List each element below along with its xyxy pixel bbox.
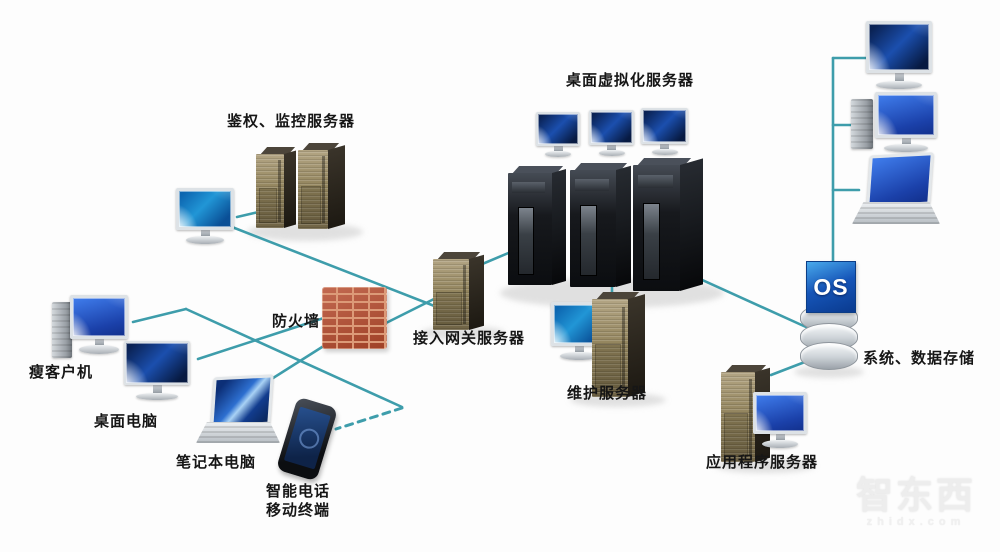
smartphone-label: 智能电话 移动终端 [266, 482, 330, 520]
monitor-screen [589, 110, 634, 145]
tower-front [298, 150, 328, 229]
tower-side [680, 158, 703, 291]
link-client-trunk [184, 307, 404, 409]
right-monitor-icon [866, 21, 932, 89]
link-smartphone-dashed [334, 406, 404, 431]
monitor-screen [124, 341, 190, 385]
watermark-subtitle: zhidx.com [866, 516, 966, 528]
monitor-stand [200, 229, 210, 236]
watermark-title: 智东西 [856, 475, 976, 516]
monitor-base [560, 352, 598, 360]
link-firewall-gateway [382, 295, 440, 326]
tower-front [570, 170, 616, 287]
monitor-base [545, 151, 571, 157]
firewall-label: 防火墙 [272, 313, 321, 330]
virtualization-server-label: 桌面虚拟化服务器 [566, 72, 695, 89]
monitor-screen [70, 295, 128, 339]
smartphone-label-line1: 智能电话 [266, 483, 331, 500]
monitor-stand [553, 145, 563, 151]
gateway-server-label: 接入网关服务器 [413, 330, 526, 347]
monitor-base [876, 81, 922, 89]
monitor-screen [641, 108, 688, 144]
tower-front [633, 165, 680, 291]
thin-client-monitor-icon [70, 295, 128, 354]
monitor-stand [775, 433, 785, 440]
laptop-icon [196, 374, 280, 443]
right-laptop-icon [852, 152, 940, 224]
right-desktop-tower-icon [851, 99, 873, 149]
tower-front [433, 259, 469, 330]
monitor-base [79, 345, 119, 354]
tower-side [469, 254, 484, 330]
monitor-base [884, 144, 928, 152]
laptop-screen [866, 152, 934, 208]
desktop-pc-label: 桌面电脑 [94, 413, 159, 430]
monitor-screen [176, 188, 234, 230]
app-server-label: 应用程序服务器 [706, 454, 819, 471]
monitor-screen [536, 112, 580, 146]
laptop-label: 笔记本电脑 [176, 454, 257, 471]
link-desktop-firewall [196, 314, 332, 361]
monitor-base [136, 393, 178, 400]
thin-client-label: 瘦客户机 [29, 364, 94, 381]
monitor-stand [94, 338, 104, 345]
virtualization-monitor-2-icon [589, 110, 634, 156]
virtualization-monitor-3-icon [641, 108, 688, 155]
link-thinclient-trunk [131, 307, 188, 324]
monitor-stand [901, 137, 911, 144]
monitor-base [186, 236, 224, 244]
monitor-screen [753, 392, 807, 434]
smartphone-label-line2: 移动终端 [266, 502, 331, 519]
tower-side [552, 168, 566, 285]
storage-disc [800, 342, 858, 370]
storage-icon [800, 304, 858, 370]
tower-side [328, 145, 345, 229]
right-desktop-monitor-icon [875, 92, 937, 152]
laptop-base [196, 422, 280, 443]
tower-front [721, 372, 755, 462]
desktop-pc-icon [124, 341, 190, 400]
app-server-monitor-icon [753, 392, 807, 448]
shadow [794, 366, 864, 378]
laptop-screen-panel [869, 155, 931, 205]
tower-front [508, 173, 552, 285]
auth-server-label: 鉴权、监控服务器 [227, 113, 356, 130]
virtualization-monitor-1-icon [536, 112, 580, 157]
monitor-stand [894, 72, 904, 81]
laptop-screen [210, 374, 274, 428]
firewall-icon [322, 287, 387, 349]
monitor-stand [660, 143, 669, 149]
tower-front [592, 299, 628, 397]
os-box-label: OS [813, 273, 849, 300]
tower-side [616, 165, 631, 287]
os-box-icon: OS [806, 261, 856, 313]
monitor-stand [607, 144, 616, 150]
monitor-base [762, 440, 798, 448]
tower-front [256, 154, 284, 228]
monitor-base [651, 149, 678, 155]
console-monitor-icon [176, 188, 234, 244]
storage-label: 系统、数据存储 [863, 350, 976, 367]
maintenance-server-label: 维护服务器 [567, 385, 648, 402]
thin-client-tower-icon [52, 302, 72, 358]
monitor-stand [152, 384, 162, 393]
monitor-base [598, 150, 625, 156]
watermark: 智东西 zhidx.com [856, 475, 976, 529]
monitor-stand [574, 345, 584, 352]
monitor-screen [866, 21, 932, 73]
monitor-screen [875, 92, 937, 138]
tower-side [284, 150, 296, 228]
laptop-screen-panel [213, 377, 271, 425]
laptop-base [852, 202, 940, 224]
shadow [715, 459, 815, 473]
link-console-gateway [230, 225, 439, 309]
